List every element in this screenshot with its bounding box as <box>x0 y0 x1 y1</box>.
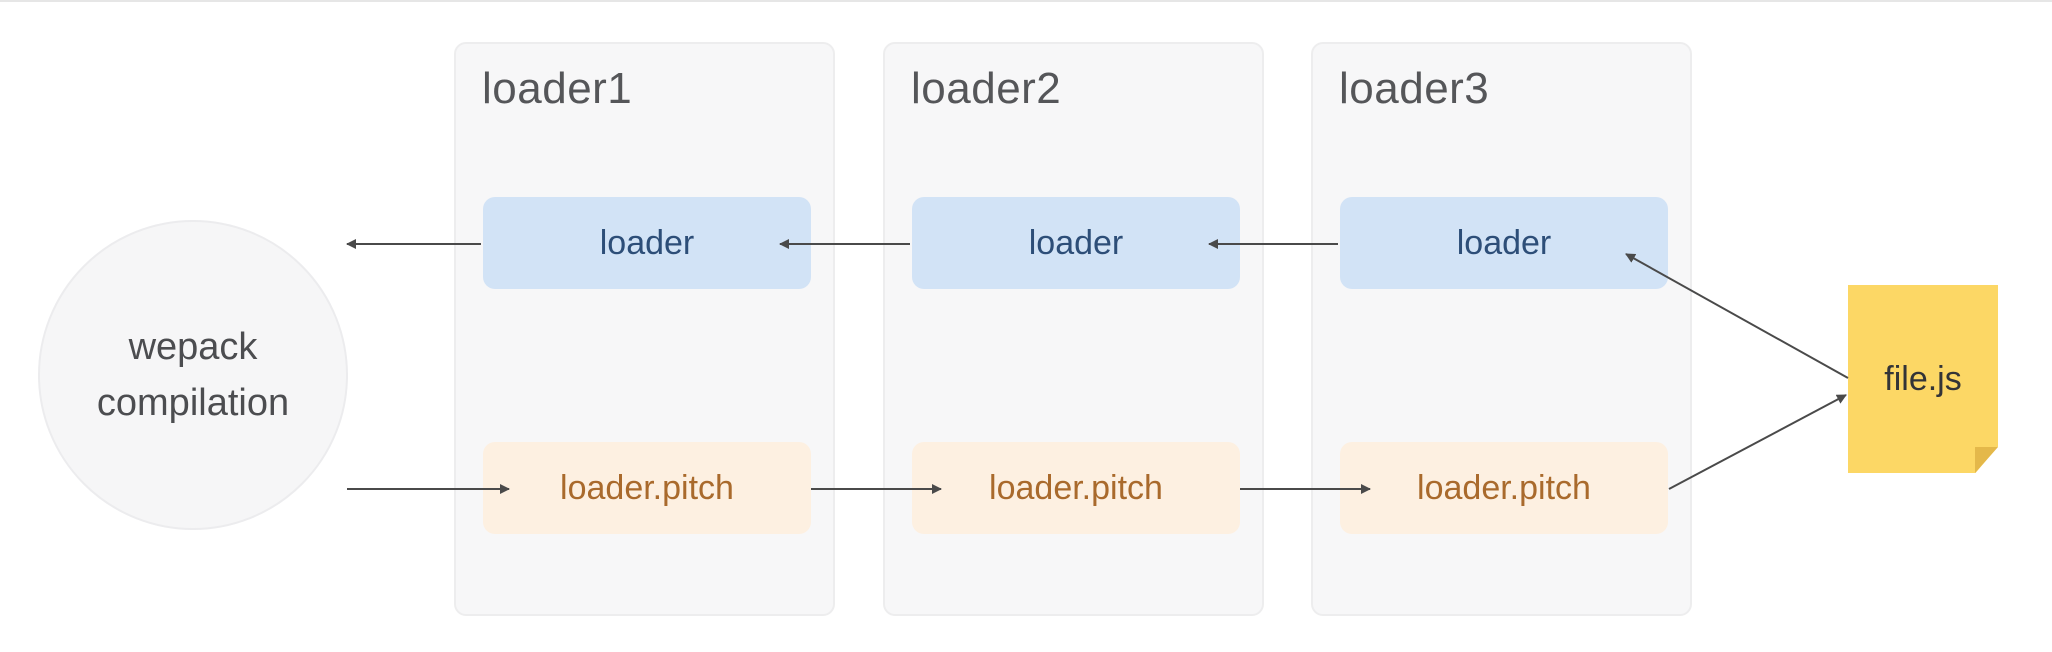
compilation-label-line1: wepack <box>128 326 258 368</box>
loader3-title: loader3 <box>1339 64 1490 113</box>
loader2-pitch-label: loader.pitch <box>989 468 1163 507</box>
loader2-pitch-box: loader.pitch <box>912 442 1240 534</box>
arrow-file-to-loader3 <box>1625 253 1849 379</box>
webpack-compilation-node: wepack compilation <box>38 220 348 530</box>
loader1-title: loader1 <box>482 64 633 113</box>
loader3-normal-box: loader <box>1340 197 1668 289</box>
file-document-icon <box>1848 285 1998 473</box>
compilation-label-line2: compilation <box>96 382 290 424</box>
loader3-column: loader3 loader loader.pitch <box>1311 42 1692 616</box>
loader1-normal-box: loader <box>483 197 811 289</box>
file-label: file.js <box>1884 359 1962 398</box>
loader2-normal-label: loader <box>1028 223 1124 262</box>
loader1-column: loader1 loader loader.pitch <box>454 42 835 616</box>
loader3-pitch-box: loader.pitch <box>1340 442 1668 534</box>
loader1-pitch-label: loader.pitch <box>560 468 734 507</box>
loader3-pitch-label: loader.pitch <box>1417 468 1591 507</box>
loader3-normal-label: loader <box>1456 223 1552 262</box>
loader1-normal-label: loader <box>599 223 695 262</box>
loader1-pitch-box: loader.pitch <box>483 442 811 534</box>
loader2-title: loader2 <box>911 64 1062 113</box>
loader2-column: loader2 loader loader.pitch <box>883 42 1264 616</box>
loader2-normal-box: loader <box>912 197 1240 289</box>
arrow-pitch3-to-file <box>1668 394 1847 490</box>
